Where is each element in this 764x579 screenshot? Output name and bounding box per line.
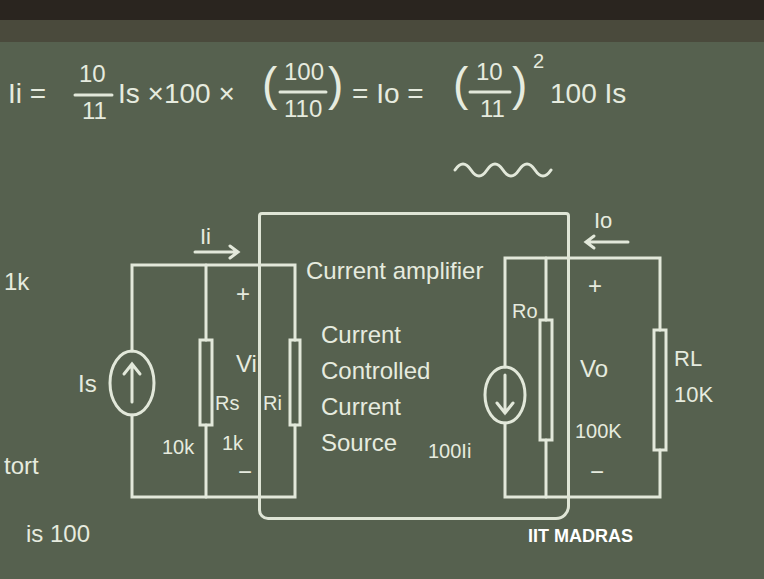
equation-text: 100 <box>284 58 324 86</box>
circuit-label: 10k <box>162 436 194 459</box>
box-heading: Current amplifier <box>306 257 483 285</box>
fraction-bar <box>75 94 112 97</box>
equation-text: = Io = <box>352 78 424 110</box>
circuit-label: 1k <box>222 432 243 455</box>
circuit-label: Vi <box>236 350 257 378</box>
circuit-label: Io <box>594 208 612 233</box>
board-edge <box>0 20 764 42</box>
amplifier-box: Current amplifierCurrent Controlled Curr… <box>258 212 570 520</box>
circuit-label: Rs <box>215 392 239 415</box>
equation-text: Ii = <box>8 78 46 110</box>
equation-text: 10 <box>476 58 503 86</box>
wire <box>545 258 548 497</box>
circuit-label: Is <box>78 370 97 398</box>
wire <box>505 258 660 367</box>
circuit-label: + <box>588 272 602 300</box>
equation-text: ) <box>512 58 527 111</box>
current-source-symbol <box>485 367 525 423</box>
equation-text: 11 <box>82 97 107 125</box>
watermark: IIT MADRAS <box>528 526 633 547</box>
circuit-label: Vo <box>580 355 608 383</box>
circuit-label: 100K <box>575 420 622 443</box>
circuit-label: − <box>238 458 252 486</box>
circuit-label: tort <box>4 452 39 480</box>
circuit-label: Ii <box>200 224 211 249</box>
equation-text: ( <box>262 58 277 111</box>
resistor-symbol <box>290 340 300 425</box>
fraction-bar <box>280 91 326 94</box>
wire <box>132 265 295 351</box>
current-source-symbol <box>110 351 154 415</box>
equation-text: 100 Is <box>550 78 626 110</box>
wire <box>205 265 208 497</box>
board-frame <box>0 0 764 20</box>
fraction-bar <box>470 91 510 94</box>
circuit-label: Ri <box>263 392 282 415</box>
equation-text: ( <box>453 58 468 111</box>
equation-text: 11 <box>480 95 505 123</box>
source-arrow <box>124 364 140 402</box>
circuit-label: RL <box>674 346 702 371</box>
circuit-label: 10K <box>674 382 713 407</box>
circuit-label: is 100 <box>26 520 90 548</box>
equation-text: 110 <box>284 95 322 123</box>
resistor-symbol <box>200 340 212 425</box>
circuit-label: + <box>236 280 250 308</box>
box-body: Current Controlled Current Source <box>321 317 466 461</box>
resistor-symbol <box>654 330 666 450</box>
circuit-label: − <box>590 458 604 486</box>
circuit-label: 1k <box>4 268 29 296</box>
equation-text: 2 <box>533 50 544 73</box>
equation-text: Is ×100 × <box>118 78 235 110</box>
wire <box>132 415 295 497</box>
circuit-label: Ro <box>512 300 538 323</box>
resistor-symbol <box>540 320 552 440</box>
source-arrow <box>497 375 513 413</box>
equation-text: ) <box>328 58 343 111</box>
circuit-label: 100Ii <box>428 440 471 463</box>
equation-text: 10 <box>79 60 106 88</box>
current-arrow <box>586 236 628 248</box>
wavy-underline <box>455 164 551 176</box>
